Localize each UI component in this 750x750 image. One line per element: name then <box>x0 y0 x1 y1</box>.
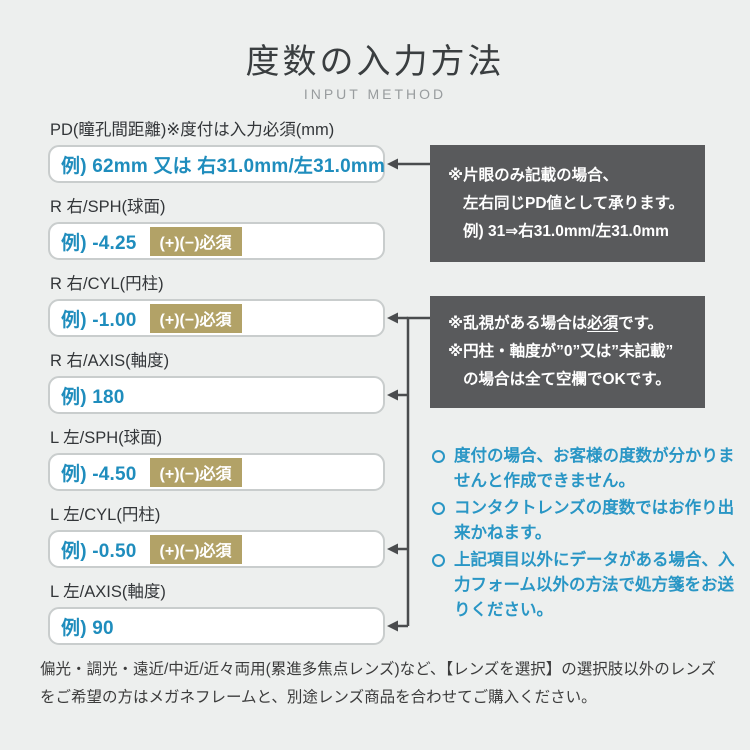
field-l-sph-example: 例) -4.50 <box>61 463 137 485</box>
field-l-cyl-label: L 左/CYL(円柱) <box>50 506 161 524</box>
field-l-axis-label: L 左/AXIS(軸度) <box>50 583 166 601</box>
field-l-sph: L 左/SPH(球面) 例) -4.50 (+)(−)必須 <box>48 428 385 491</box>
field-l-cyl-example-box: 例) -0.50 (+)(−)必須 <box>48 530 385 568</box>
field-column: PD(瞳孔間距離)※度付は入力必須(mm) 例) 62mm 又は 右31.0mm… <box>48 120 385 659</box>
field-r-cyl: R 右/CYL(円柱) 例) -1.00 (+)(−)必須 <box>48 274 385 337</box>
arrow-left-icon <box>387 312 398 324</box>
field-pd: PD(瞳孔間距離)※度付は入力必須(mm) 例) 62mm 又は 右31.0mm… <box>48 120 385 183</box>
footer-note: 偏光・調光・遠近/中近/近々両用(累進多焦点レンズ)など、【レンズを選択】の選択… <box>40 661 716 706</box>
field-l-axis-example: 例) 90 <box>61 617 114 639</box>
field-l-axis: L 左/AXIS(軸度) 例) 90 <box>48 582 385 645</box>
astig-note-line3: の場合は全て空欄でOKです。 <box>463 371 671 388</box>
list-item: コンタクトレンズの度数ではお作り出来かねます。 <box>432 496 738 546</box>
astig-note-line1: ※乱視がある場合は必須です。 <box>448 315 664 332</box>
field-r-sph-example-box: 例) -4.25 (+)(−)必須 <box>48 222 385 260</box>
field-r-axis-label: R 右/AXIS(軸度) <box>50 352 170 370</box>
connector-trunk-line <box>406 316 430 626</box>
field-l-sph-label: L 左/SPH(球面) <box>50 429 163 447</box>
pd-note-line1: ※片眼のみ記載の場合、 <box>448 166 619 184</box>
field-r-sph: R 右/SPH(球面) 例) -4.25 (+)(−)必須 <box>48 197 385 260</box>
required-sign-badge: (+)(−)必須 <box>149 534 242 564</box>
field-r-axis-example: 例) 180 <box>61 386 125 408</box>
field-l-sph-example-box: 例) -4.50 (+)(−)必須 <box>48 453 385 491</box>
list-item: 度付の場合、お客様の度数が分かりませんと作成できません。 <box>432 444 738 494</box>
required-sign-badge: (+)(−)必須 <box>149 457 242 487</box>
field-l-cyl-example: 例) -0.50 <box>61 540 137 562</box>
page-title: 度数の入力方法 <box>245 43 505 81</box>
field-pd-example: 例) 62mm 又は 右31.0mm/左31.0mm <box>61 155 386 177</box>
required-sign-badge: (+)(−)必須 <box>149 303 242 333</box>
field-r-axis-example-box: 例) 180 <box>48 376 385 414</box>
arrow-left-icon <box>387 543 398 555</box>
field-pd-example-box: 例) 62mm 又は 右31.0mm/左31.0mm <box>48 145 385 183</box>
field-r-cyl-label: R 右/CYL(円柱) <box>50 275 164 293</box>
field-r-sph-label: R 右/SPH(球面) <box>50 198 166 216</box>
arrow-left-icon <box>387 158 398 170</box>
required-sign-badge: (+)(−)必須 <box>149 226 242 256</box>
field-r-axis: R 右/AXIS(軸度) 例) 180 <box>48 351 385 414</box>
field-r-sph-example: 例) -4.25 <box>61 232 137 254</box>
astigmatism-note-callout: ※乱視がある場合は必須です。 ※円柱・軸度が”0”又は”未記載” の場合は全て空… <box>430 296 705 408</box>
list-item: 上記項目以外にデータがある場合、入力フォーム以外の方法で処方箋をお送りください。 <box>432 548 738 623</box>
field-r-cyl-example-box: 例) -1.00 (+)(−)必須 <box>48 299 385 337</box>
pd-note-line2: 左右同じPD値として承ります。 <box>463 194 685 212</box>
field-l-axis-example-box: 例) 90 <box>48 607 385 645</box>
field-pd-label: PD(瞳孔間距離)※度付は入力必須(mm) <box>50 121 335 139</box>
page-subtitle: INPUT METHOD <box>303 86 447 102</box>
field-l-cyl: L 左/CYL(円柱) 例) -0.50 (+)(−)必須 <box>48 505 385 568</box>
field-r-cyl-example: 例) -1.00 <box>61 309 137 331</box>
required-underline: 必須 <box>587 315 619 332</box>
pd-note-line3: 例) 31⇒右31.0mm/左31.0mm <box>463 222 669 240</box>
arrow-left-icon <box>387 389 398 401</box>
notes-list: 度付の場合、お客様の度数が分かりませんと作成できません。 コンタクトレンズの度数… <box>432 444 738 625</box>
astig-note-line2: ※円柱・軸度が”0”又は”未記載” <box>448 343 674 360</box>
circle-bullet-icon <box>432 450 445 463</box>
circle-bullet-icon <box>432 502 445 515</box>
pd-note-callout: ※片眼のみ記載の場合、 左右同じPD値として承ります。 例) 31⇒右31.0m… <box>430 145 705 262</box>
circle-bullet-icon <box>432 554 445 567</box>
arrow-left-icon <box>387 620 398 632</box>
